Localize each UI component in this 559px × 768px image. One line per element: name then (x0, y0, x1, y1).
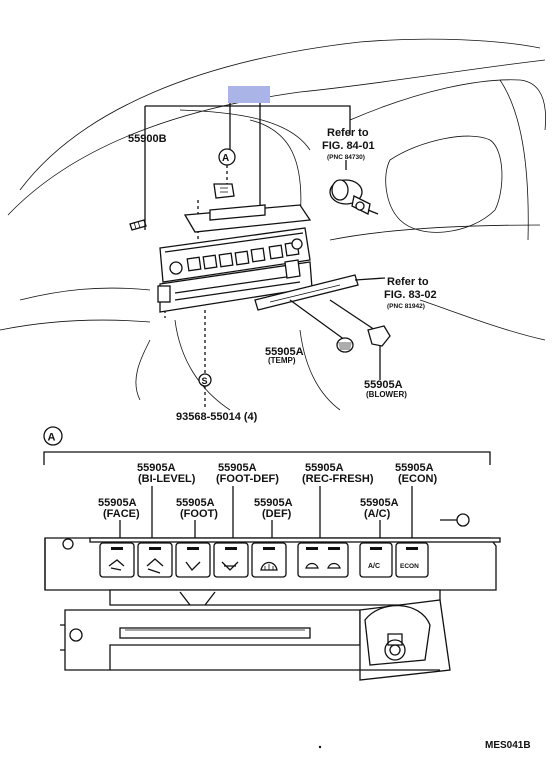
detail-bracket (43, 451, 491, 465)
foot-button (175, 542, 211, 578)
svg-text:(A/C): (A/C) (364, 508, 391, 520)
svg-text:(REC-FRESH): (REC-FRESH) (302, 473, 374, 485)
temp-knob-part (289, 299, 354, 353)
svg-text:(TEMP): (TEMP) (268, 356, 296, 365)
detail-a-marker: A (43, 426, 63, 446)
face-buttons (186, 241, 300, 272)
detail-labels-bottom: 55905A (FACE) 55905A (FOOT) 55905A (DEF)… (98, 497, 399, 520)
svg-text:(ECON): (ECON) (398, 473, 437, 485)
rec-fresh-button (297, 542, 349, 578)
ac-button: A/C (359, 542, 393, 578)
stray-dot (318, 745, 322, 749)
bi-level-button (137, 542, 173, 578)
svg-text:55905A: 55905A (305, 462, 344, 474)
refer-fig-84-01: Refer to FIG. 84-01 (PNC 84730) (322, 127, 375, 161)
svg-text:(FOOT): (FOOT) (180, 508, 218, 520)
econ-button: ECON (395, 542, 429, 578)
face-button (99, 542, 135, 578)
blower-motor-part (329, 160, 379, 215)
svg-text:(PNC 81942): (PNC 81942) (387, 303, 425, 310)
callout-bracket (144, 86, 351, 230)
blower-knob-part (329, 299, 391, 380)
svg-text:ECON: ECON (400, 563, 419, 570)
svg-text:A: A (48, 432, 56, 444)
def-button (251, 542, 287, 578)
svg-text:(FOOT-DEF): (FOOT-DEF) (216, 473, 279, 485)
svg-text:FIG. 83-02: FIG. 83-02 (384, 289, 437, 301)
svg-text:55905A: 55905A (360, 497, 399, 509)
svg-text:(PNC 84730): (PNC 84730) (327, 154, 365, 161)
heater-control-assembly (157, 204, 313, 313)
detail-leader-lines (119, 486, 413, 540)
screw-icon (129, 219, 147, 231)
svg-text:55905A: 55905A (395, 462, 434, 474)
svg-text:(BLOWER): (BLOWER) (366, 390, 407, 399)
control-cable-part (254, 274, 386, 311)
svg-text:Refer to: Refer to (387, 276, 429, 288)
svg-text:(FACE): (FACE) (103, 508, 140, 520)
clip-part (213, 183, 235, 199)
svg-text:Refer to: Refer to (327, 127, 369, 139)
svg-text:93568-55014 (4): 93568-55014 (4) (176, 411, 258, 423)
svg-text:55905A: 55905A (137, 462, 176, 474)
callout-a-marker: A (218, 148, 236, 185)
callout-box (228, 86, 270, 103)
dashboard-outline (0, 38, 546, 411)
label-55900B: 55900B (128, 133, 167, 145)
svg-text:FIG. 84-01: FIG. 84-01 (322, 140, 375, 152)
svg-text:A/C: A/C (368, 563, 380, 570)
figure-code: MES041B (485, 740, 531, 751)
detail-controller-body (60, 589, 451, 681)
svg-text:(BI-LEVEL): (BI-LEVEL) (138, 473, 196, 485)
svg-text:A: A (222, 153, 229, 164)
svg-text:55905A: 55905A (218, 462, 257, 474)
detail-buttons: A/C ECON (99, 542, 429, 578)
screw-marker: S (198, 373, 212, 410)
svg-text:55905A: 55905A (364, 379, 403, 391)
svg-text:55905A: 55905A (265, 346, 304, 358)
refer-fig-83-02: Refer to FIG. 83-02 (PNC 81942) (384, 276, 437, 310)
svg-text:S: S (202, 376, 208, 386)
svg-text:55905A: 55905A (254, 497, 293, 509)
foot-def-button (213, 542, 249, 578)
svg-text:(DEF): (DEF) (262, 508, 292, 520)
svg-text:55905A: 55905A (176, 497, 215, 509)
svg-text:55905A: 55905A (98, 497, 137, 509)
detail-labels-top: 55905A (BI-LEVEL) 55905A (FOOT-DEF) 5590… (137, 462, 437, 485)
